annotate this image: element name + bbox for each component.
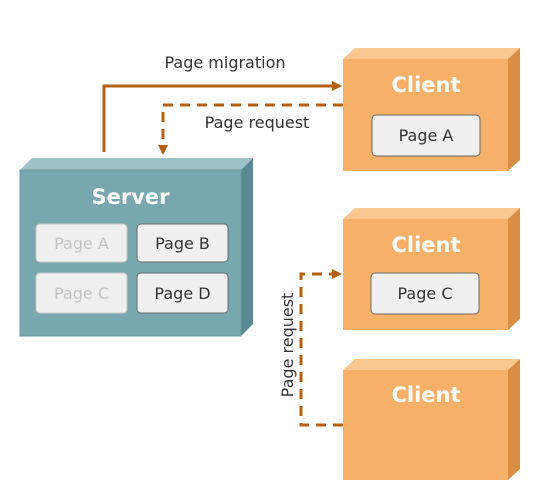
- client-box-2-top: [343, 208, 520, 219]
- server-box: Server Page A Page B Page C Page D: [19, 158, 253, 337]
- edge-page-request-top: Page request: [158, 103, 343, 155]
- client-2-page-label: Page C: [398, 284, 453, 303]
- server-page-a-label: Page A: [54, 234, 109, 253]
- page-migration-label: Page migration: [164, 53, 285, 72]
- client-box-3-side: [508, 359, 520, 480]
- client-box-3-top: [343, 359, 520, 370]
- client-1-title: Client: [391, 73, 460, 97]
- server-page-d: Page D: [136, 272, 229, 314]
- client-box-2-side: [508, 208, 520, 330]
- client-2-title: Client: [391, 233, 460, 257]
- server-box-side: [241, 158, 253, 336]
- page-migration-arrow: [102, 81, 342, 152]
- client-box-3-front: [343, 370, 508, 480]
- client-box-3: Client: [343, 359, 520, 480]
- server-page-a: Page A: [35, 223, 128, 263]
- edge-page-migration: Page migration: [102, 53, 342, 152]
- client-3-title: Client: [391, 383, 460, 407]
- page-request-top-label: Page request: [205, 113, 310, 132]
- client-box-1-side: [508, 48, 520, 171]
- server-page-b-label: Page B: [155, 234, 210, 253]
- page-request-side-arrow: [299, 269, 343, 427]
- edge-page-request-side: Page request: [278, 269, 343, 427]
- page-request-top-arrow: [158, 103, 343, 155]
- client-2-page: Page C: [370, 272, 480, 315]
- client-box-1: Client Page A: [343, 48, 520, 171]
- server-page-c: Page C: [35, 272, 128, 314]
- client-1-page: Page A: [371, 114, 481, 157]
- server-box-top: [20, 158, 253, 170]
- client-box-2: Client Page C: [343, 208, 520, 330]
- client-1-page-label: Page A: [399, 126, 454, 145]
- server-page-c-label: Page C: [54, 284, 109, 303]
- server-page-b: Page B: [136, 223, 229, 263]
- page-request-side-label: Page request: [278, 293, 297, 398]
- server-page-d-label: Page D: [154, 284, 210, 303]
- client-box-1-top: [343, 48, 520, 59]
- server-title: Server: [91, 185, 170, 209]
